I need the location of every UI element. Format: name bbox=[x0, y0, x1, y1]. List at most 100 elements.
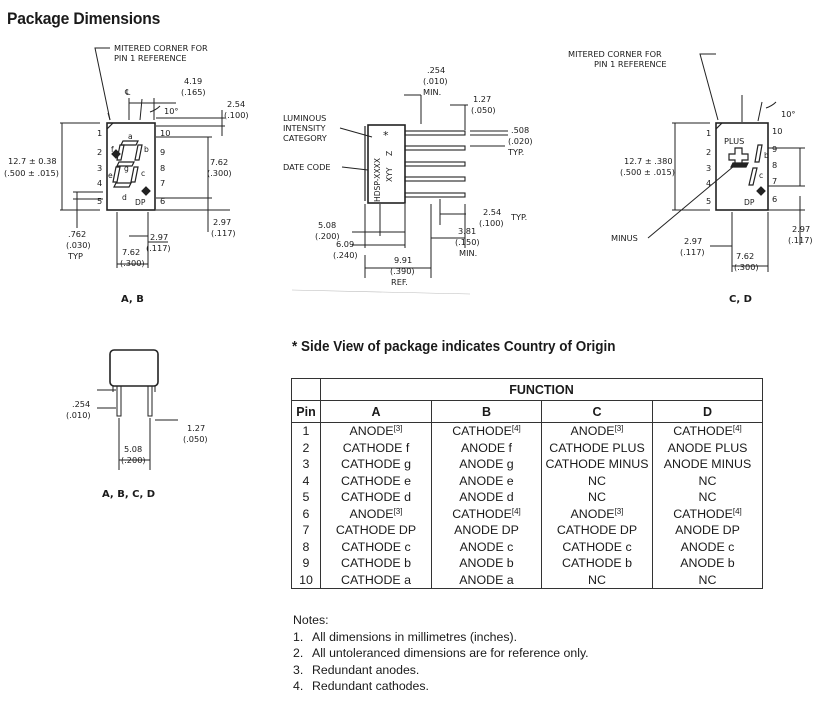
ab-dim-762s: .762 bbox=[68, 229, 86, 239]
function-cell: ANODE[3] bbox=[541, 505, 653, 522]
footnote-ref: [4] bbox=[732, 506, 742, 516]
ab-dim-300b: (.300) bbox=[120, 258, 145, 268]
note-num: 2. bbox=[293, 646, 304, 660]
col-header: B bbox=[431, 400, 542, 423]
ab-centerline: ℄ bbox=[124, 87, 131, 97]
function-cell: CATHODE b bbox=[541, 555, 653, 572]
pin-cell: 2 bbox=[291, 439, 321, 456]
function-cell: ANODE b bbox=[431, 555, 542, 572]
note-text: Redundant anodes. bbox=[312, 662, 420, 677]
cd-caption: C, D bbox=[729, 294, 752, 305]
pkg-dim-508: 5.08 bbox=[124, 444, 142, 454]
footnote-ref: [3] bbox=[393, 424, 403, 434]
function-cell: ANODE c bbox=[431, 538, 542, 555]
ab-dim-297: 2.97 bbox=[213, 217, 231, 227]
cd-pin: 4 bbox=[706, 178, 711, 188]
cd-dim-117b: (.117) bbox=[680, 247, 705, 257]
side-marking: XYY bbox=[385, 167, 394, 182]
side-dim-100: (.100) bbox=[479, 218, 504, 228]
ab-dp-label: DP bbox=[135, 198, 146, 207]
pin-cell: 5 bbox=[291, 489, 321, 506]
ab-pin: 1 bbox=[97, 128, 102, 138]
ab-dim-762: 7.62 bbox=[210, 157, 228, 167]
ab-mitered-label-2: PIN 1 REFERENCE bbox=[114, 53, 187, 63]
notes-heading: Notes: bbox=[293, 613, 329, 627]
side-luminous: CATEGORY bbox=[283, 133, 328, 143]
note-text: All dimensions in millimetres (inches). bbox=[312, 629, 518, 644]
cd-pin: 10 bbox=[772, 126, 782, 136]
function-cell: ANODE e bbox=[431, 472, 542, 489]
function-cell: CATHODE[4] bbox=[652, 422, 763, 440]
pin-cell: 4 bbox=[291, 472, 321, 489]
side-dim-508b: 5.08 bbox=[318, 220, 336, 230]
cd-dim-117: (.117) bbox=[788, 235, 813, 245]
side-marking: HDSP-XXXX bbox=[373, 158, 382, 202]
pin-cell: 1 bbox=[291, 422, 321, 440]
ab-pin: 6 bbox=[160, 196, 165, 206]
footnote-ref: [3] bbox=[614, 506, 624, 516]
side-dim-254: .254 bbox=[427, 65, 445, 75]
side-dim-991: 9.91 bbox=[394, 255, 412, 265]
ab-pin: 7 bbox=[160, 178, 165, 188]
ab-seg-label: a bbox=[128, 132, 133, 141]
pkg-dim-010: (.010) bbox=[66, 410, 91, 420]
cd-pin: 7 bbox=[772, 176, 777, 186]
function-cell: ANODE c bbox=[652, 538, 763, 555]
cd-minus-label: MINUS bbox=[611, 233, 638, 243]
function-cell: ANODE a bbox=[431, 571, 542, 589]
pin-header: Pin bbox=[291, 400, 321, 423]
pkg-dim-050: (.050) bbox=[183, 434, 208, 444]
function-cell: CATHODE[4] bbox=[652, 505, 763, 522]
ab-pin: 4 bbox=[97, 178, 102, 188]
side-dim-508: .508 bbox=[511, 125, 529, 135]
function-cell: ANODE d bbox=[431, 489, 542, 506]
function-cell: ANODE g bbox=[431, 456, 542, 473]
pkg-outline bbox=[109, 349, 159, 387]
ab-seg-label: b bbox=[144, 145, 149, 154]
footnote-ref: [3] bbox=[393, 506, 403, 516]
ab-seg-label: f bbox=[111, 145, 114, 154]
ab-seg-label: e bbox=[108, 171, 113, 180]
function-cell: ANODE[3] bbox=[541, 422, 653, 440]
side-marking: Z bbox=[385, 151, 394, 156]
pin-cell: 10 bbox=[291, 571, 321, 589]
ab-dim-117b: (.117) bbox=[146, 243, 171, 253]
cd-pin: 1 bbox=[706, 128, 711, 138]
cd-dim-762: 7.62 bbox=[736, 251, 754, 261]
ab-seg-label: d bbox=[122, 193, 127, 202]
function-cell: NC bbox=[541, 489, 653, 506]
side-dim-254b: 2.54 bbox=[483, 207, 501, 217]
ab-pin: 2 bbox=[97, 147, 102, 157]
cd-dim-500: (.500 ± .015) bbox=[620, 167, 675, 177]
note-item: 4.Redundant cathodes. bbox=[293, 678, 589, 695]
ab-caption: A, B bbox=[121, 294, 144, 305]
function-cell: CATHODE a bbox=[320, 571, 432, 589]
function-cell: CATHODE DP bbox=[541, 522, 653, 539]
footnote-ref: [3] bbox=[614, 424, 624, 434]
function-cell: ANODE[3] bbox=[320, 422, 432, 440]
country-of-origin-note: * Side View of package indicates Country… bbox=[292, 339, 616, 355]
ab-mitered-label: MITERED CORNER FOR bbox=[114, 43, 208, 53]
side-dim-381: 3.81 bbox=[458, 226, 476, 236]
pin-cell: 8 bbox=[291, 538, 321, 555]
cd-pin: 3 bbox=[706, 163, 711, 173]
cd-seg-label: c bbox=[759, 171, 763, 180]
side-dim-150: (.150) bbox=[455, 237, 480, 247]
side-dim-609: 6.09 bbox=[336, 239, 354, 249]
side-dim-020: (.020) bbox=[508, 136, 533, 146]
cd-dim-300: (.300) bbox=[734, 262, 759, 272]
function-cell: NC bbox=[541, 571, 653, 589]
cd-package-outline bbox=[715, 122, 769, 211]
note-text: All untoleranced dimensions are for refe… bbox=[312, 646, 589, 660]
function-cell: CATHODE c bbox=[541, 538, 653, 555]
ab-pin: 9 bbox=[160, 147, 165, 157]
